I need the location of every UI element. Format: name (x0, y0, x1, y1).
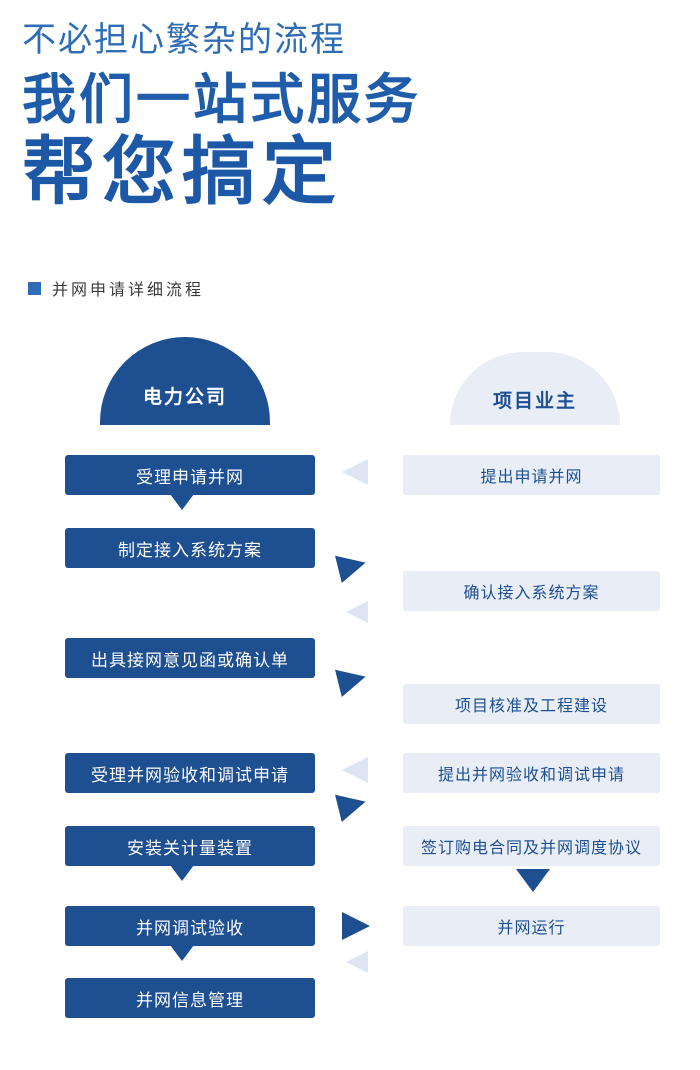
arrow-right-icon (342, 912, 370, 940)
headline-line-3: 帮您搞定 (22, 129, 342, 213)
column-header-project-owner-label: 项目业主 (492, 391, 577, 412)
headline-line-2: 我们一站式服务 (22, 69, 421, 130)
arrow-left-icon (342, 757, 368, 783)
arrow-right-icon (335, 788, 369, 822)
arrow-left-icon (346, 951, 368, 973)
arrow-right-icon (335, 663, 369, 697)
left-step-formulate-access-plan: 制定接入系统方案 (65, 528, 315, 568)
right-step-confirm-access-plan: 确认接入系统方案 (403, 571, 660, 611)
column-header-project-owner: 项目业主 (450, 352, 620, 425)
connector-tab-icon (170, 945, 194, 961)
headline-line-1: 不必担心繁杂的流程 (22, 21, 346, 59)
connector-tab-icon (170, 865, 194, 881)
column-header-power-company: 电力公司 (100, 337, 270, 425)
section-title: 并网申请详细流程 (28, 276, 204, 300)
section-bullet-icon (28, 281, 41, 295)
left-step-issue-opinion-letter: 出具接网意见函或确认单 (65, 638, 315, 678)
arrow-down-icon (516, 869, 550, 892)
left-step-grid-info-management: 并网信息管理 (65, 978, 315, 1018)
arrow-left-icon (342, 459, 368, 485)
arrow-left-icon (346, 601, 368, 623)
left-step-commissioning-acceptance: 并网调试验收 (65, 906, 315, 946)
arrow-right-icon (335, 549, 369, 583)
left-step-accept-application: 受理申请并网 (65, 455, 315, 495)
left-step-accept-acceptance-request: 受理并网验收和调试申请 (65, 753, 315, 793)
connector-tab-icon (170, 494, 194, 510)
headline: 不必担心繁杂的流程 我们一站式服务 帮您搞定 (22, 20, 421, 212)
right-step-project-approval-construction: 项目核准及工程建设 (403, 684, 660, 724)
right-step-sign-contracts: 签订购电合同及并网调度协议 (403, 826, 660, 866)
left-step-install-metering-device: 安装关计量装置 (65, 826, 315, 866)
column-header-power-company-label: 电力公司 (142, 386, 227, 408)
right-step-submit-application: 提出申请并网 (403, 455, 660, 495)
section-title-text: 并网申请详细流程 (52, 282, 205, 299)
right-step-submit-acceptance-request: 提出并网验收和调试申请 (403, 753, 660, 793)
right-step-grid-operation: 并网运行 (403, 906, 660, 946)
